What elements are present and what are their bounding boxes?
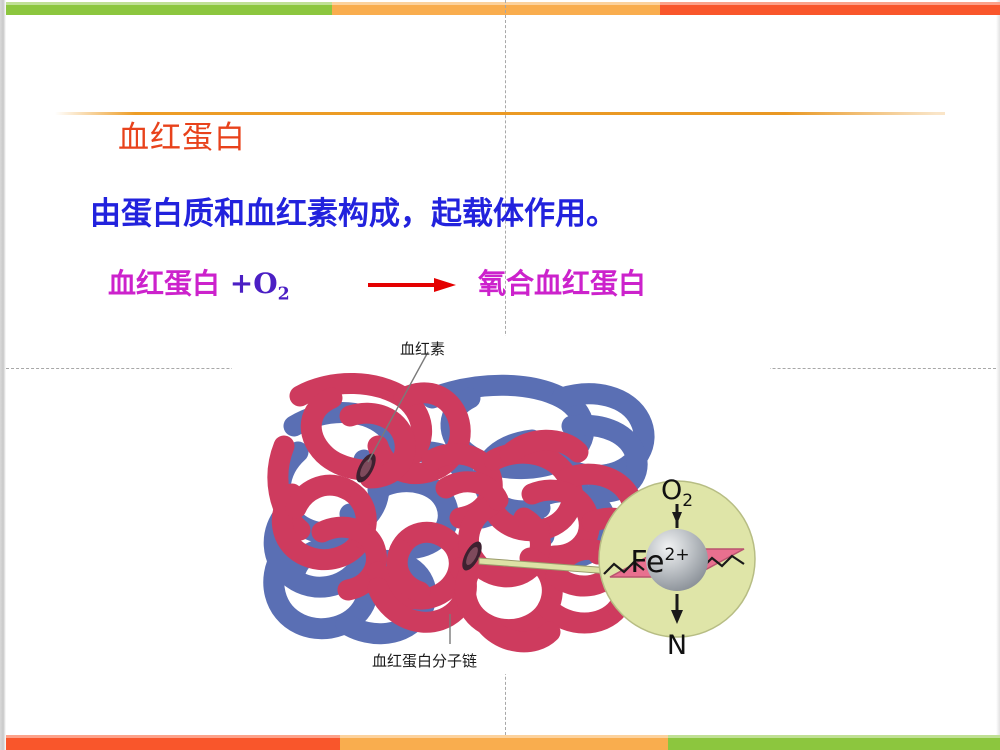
hemoglobin-illustration: O2 Fe2+ N xyxy=(263,351,756,661)
heme-disc-upper xyxy=(356,453,376,483)
inset-label-fe-element: Fe xyxy=(630,545,664,580)
inset-label-o2: O2 xyxy=(661,475,693,511)
description-text: 由蛋白质和血红素构成，起载体作用。 xyxy=(90,196,617,232)
page-title: 血红蛋白 xyxy=(118,120,246,156)
heme-disc-lower xyxy=(462,541,482,571)
bond-zigzag-right xyxy=(701,554,745,569)
inset-label-o2-subscript: 2 xyxy=(682,491,693,511)
color-band-highlight xyxy=(6,735,1000,738)
left-edge-shadow xyxy=(0,0,6,750)
title-underline-rule xyxy=(55,112,945,115)
equation-oxygen-label: +O xyxy=(229,267,278,300)
color-band-highlight xyxy=(6,2,1000,5)
color-band-segment-red xyxy=(660,2,1000,15)
color-band-segment-orange xyxy=(332,2,660,15)
reaction-arrow-icon xyxy=(368,278,458,292)
color-band-segment-red xyxy=(6,735,340,750)
equation-product: 氧合血红蛋白 xyxy=(478,267,647,300)
alpha-chain-red xyxy=(267,372,660,653)
equation-reactant-label: 血红蛋白 xyxy=(108,267,230,300)
inset-label-o2-element: O xyxy=(661,475,682,506)
equation-oxygen: +O2 xyxy=(229,267,290,305)
inset-label-n: N xyxy=(667,630,687,661)
inset-label-fe-superscript: 2+ xyxy=(665,545,690,565)
o2-bond-arrowhead xyxy=(672,512,682,524)
figure-label-heme: 血红素 xyxy=(400,340,446,358)
arrow-shaft xyxy=(368,283,440,287)
color-band-segment-green xyxy=(6,2,332,15)
figure-label-chain: 血红蛋白分子链 xyxy=(372,652,478,670)
iron-sphere xyxy=(646,529,708,591)
heme-inset-diagram: O2 Fe2+ N xyxy=(598,475,756,661)
inset-label-fe: Fe2+ xyxy=(630,545,689,580)
hemoglobin-figure: O2 Fe2+ N 血红素 血红蛋白分子链 xyxy=(232,336,770,674)
n-bond-arrowhead xyxy=(671,610,683,624)
equation-oxygen-subscript: 2 xyxy=(277,284,290,305)
color-band-segment-orange xyxy=(340,735,668,750)
color-band-segment-green xyxy=(668,735,1000,750)
reaction-equation: 血红蛋白 +O2 氧合血红蛋白 xyxy=(0,262,1000,310)
bond-zigzag-left xyxy=(603,560,645,575)
equation-reactant: 血红蛋白 +O2 xyxy=(108,262,290,305)
arrow-head xyxy=(434,278,456,292)
bottom-color-band xyxy=(0,735,1000,750)
right-edge-shadow xyxy=(996,0,1000,750)
top-color-band xyxy=(0,2,1000,15)
heme-leader-line xyxy=(367,351,429,463)
